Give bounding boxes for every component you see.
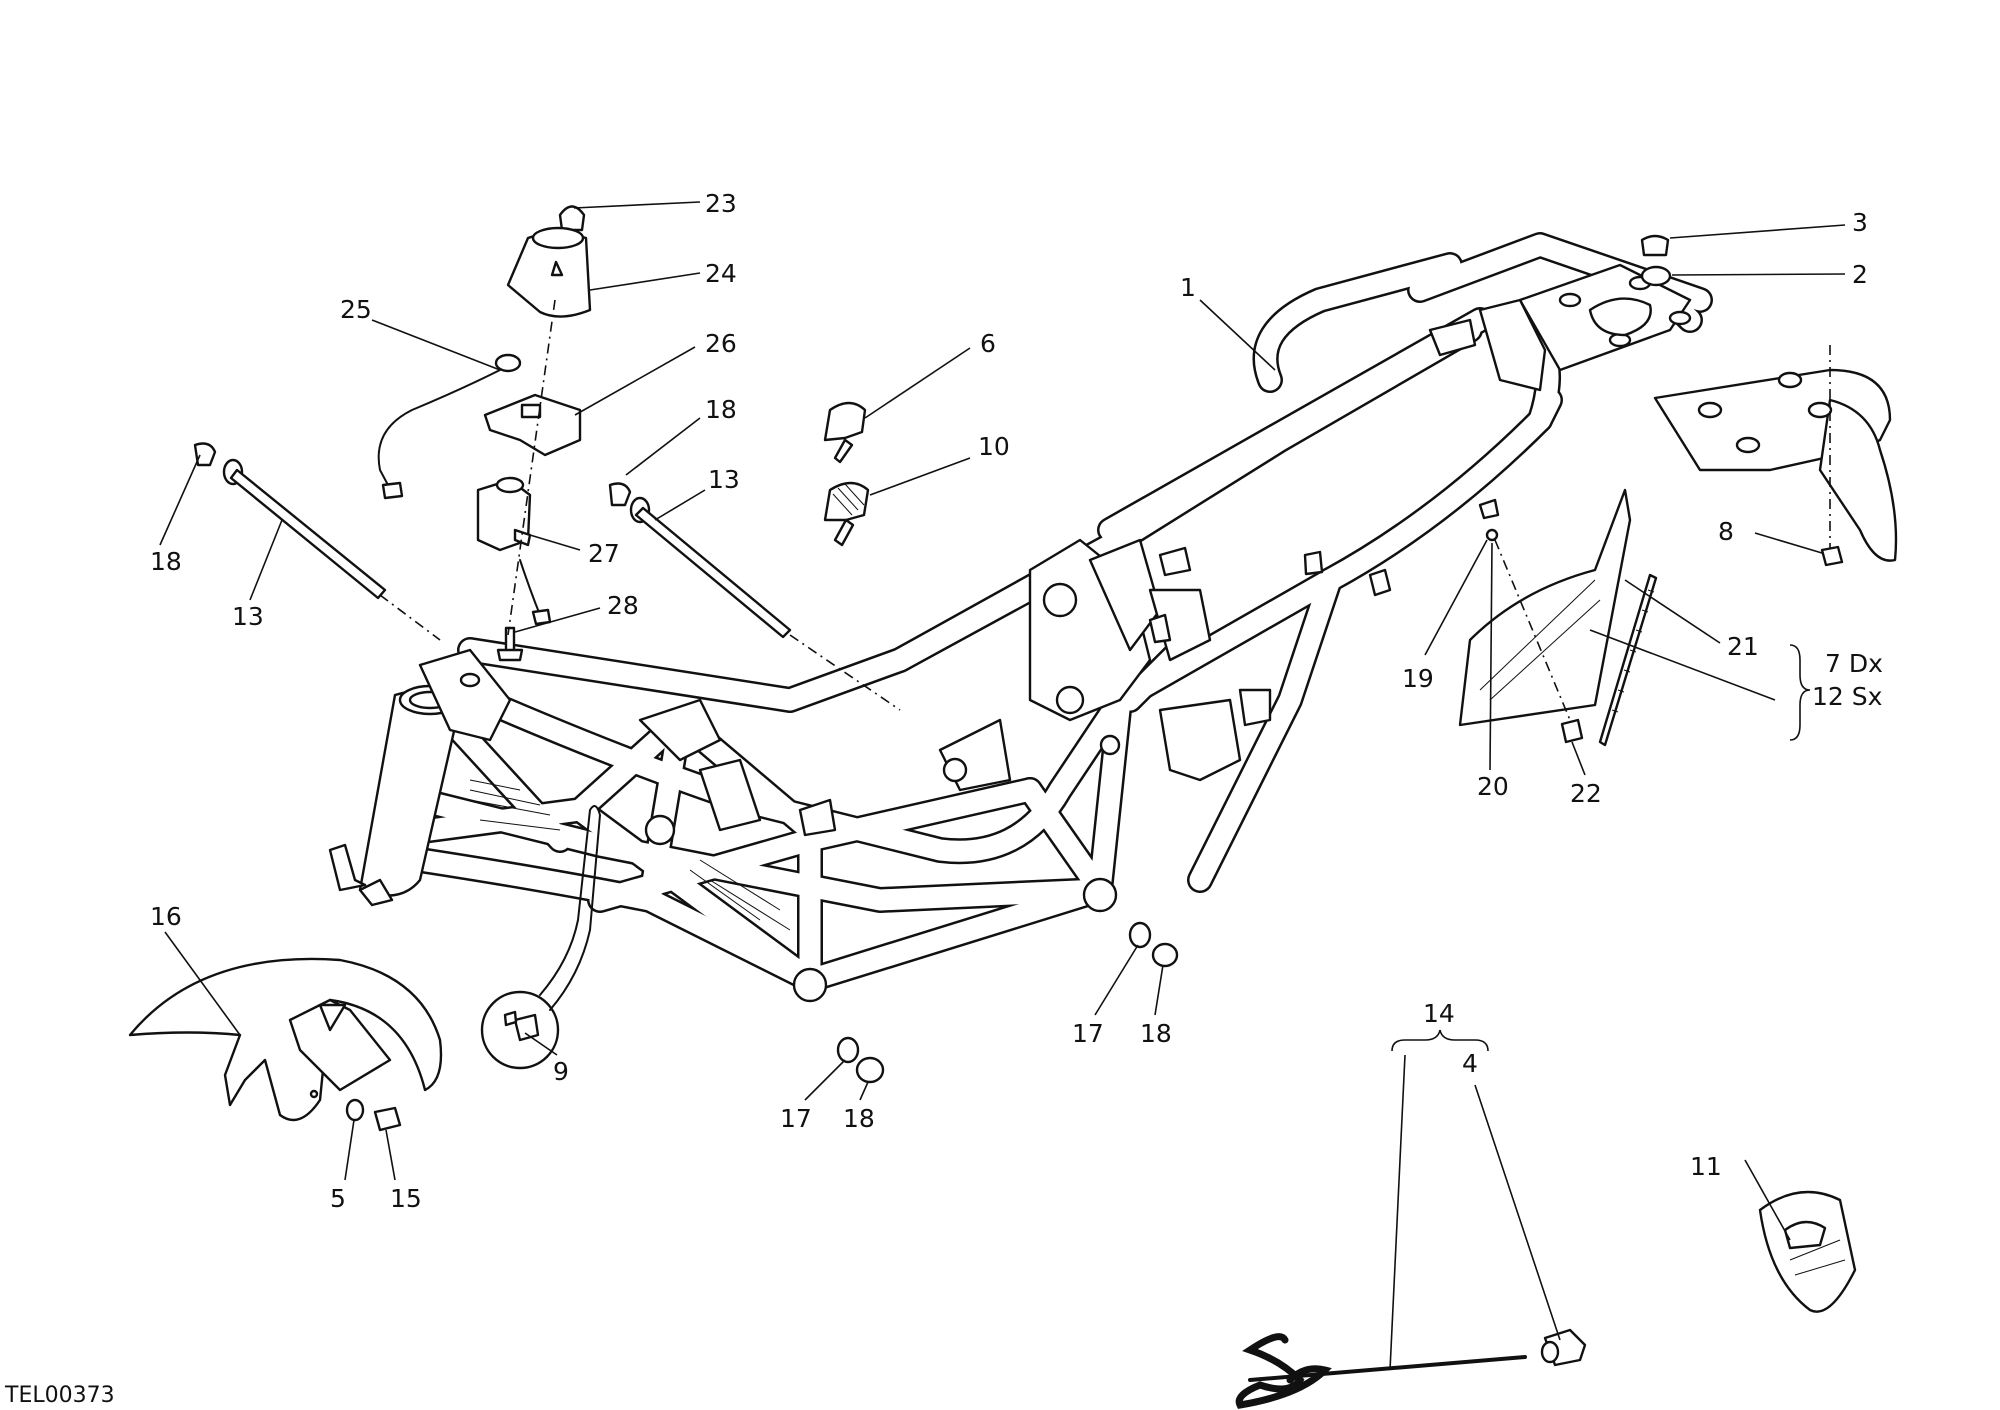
callout-18-bottom: 18 [843, 1104, 875, 1133]
callout-18-right: 18 [1140, 1019, 1172, 1048]
callout-11: 11 [1690, 1152, 1722, 1181]
callout-23: 23 [705, 189, 737, 218]
callout-8: 8 [1718, 517, 1734, 546]
callout-17-left: 17 [780, 1104, 812, 1133]
rear-bracket [1758, 1190, 1857, 1313]
callout-5: 5 [330, 1184, 346, 1213]
callout-2: 2 [1852, 260, 1868, 289]
callout-19: 19 [1402, 664, 1434, 693]
callout-16: 16 [150, 902, 182, 931]
side-cover [1458, 488, 1811, 747]
variant-left: 12 Sx [1812, 682, 1882, 711]
callout-28: 28 [607, 591, 639, 620]
callout-4: 4 [1462, 1049, 1478, 1078]
rear-plate-bracket [1640, 234, 1898, 567]
callout-25: 25 [340, 295, 372, 324]
trellis-frame [328, 232, 1713, 1003]
steering-lock-assembly [377, 205, 592, 662]
callout-21: 21 [1727, 632, 1759, 661]
callout-18-left: 18 [150, 547, 182, 576]
callout-24: 24 [705, 259, 737, 288]
callout-20: 20 [1477, 772, 1509, 801]
figure-code: TEL00373 [4, 1383, 115, 1408]
leader-lines [159, 201, 1846, 1371]
callout-3: 3 [1852, 208, 1868, 237]
callout-17-right: 17 [1072, 1019, 1104, 1048]
callout-10: 10 [978, 432, 1010, 461]
engine-mount-bolts [193, 442, 901, 711]
callout-22: 22 [1570, 779, 1602, 808]
callout-14: 14 [1423, 999, 1455, 1028]
callout-6: 6 [980, 329, 996, 358]
frame-plugs [836, 921, 1179, 1084]
callout-9: 9 [553, 1057, 569, 1086]
variant-right: 7 Dx [1825, 649, 1883, 678]
callout-13-left: 13 [232, 602, 264, 631]
callout-18-top: 18 [705, 395, 737, 424]
callout-13-center: 13 [708, 465, 740, 494]
callout-1: 1 [1180, 273, 1196, 302]
keys [823, 401, 870, 547]
front-mudguard [128, 957, 443, 1132]
kickstand-rod [1235, 1328, 1587, 1409]
callout-15: 15 [390, 1184, 422, 1213]
callout-26: 26 [705, 329, 737, 358]
bracket-14 [1391, 1029, 1489, 1052]
sensor-detail-inset [480, 805, 602, 1070]
callout-27: 27 [588, 539, 620, 568]
callout-labels: 1 2 3 4 5 6 8 9 10 11 13 13 14 15 16 17 … [4, 189, 1883, 1408]
